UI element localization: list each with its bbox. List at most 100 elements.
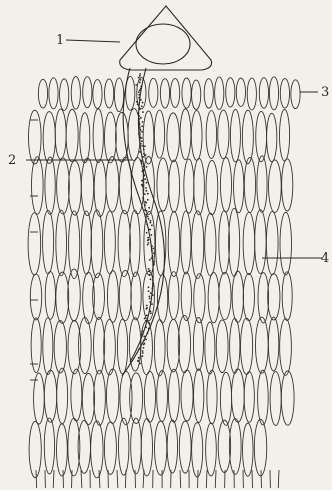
granule — [147, 332, 149, 334]
granule — [143, 175, 145, 177]
cell — [269, 77, 278, 110]
granule — [143, 347, 145, 349]
cell — [242, 110, 253, 164]
granule — [152, 279, 154, 281]
cell — [154, 320, 165, 376]
cell — [230, 318, 240, 373]
cell — [191, 111, 202, 161]
cell — [29, 110, 42, 164]
cell — [282, 159, 293, 211]
granule — [153, 261, 155, 263]
cell — [269, 160, 282, 213]
cell-edge — [135, 470, 136, 488]
granule — [151, 245, 153, 247]
granule — [147, 216, 149, 218]
granule — [153, 252, 155, 254]
granule — [143, 340, 145, 342]
granule — [142, 330, 144, 332]
granule — [152, 247, 154, 249]
cell — [104, 422, 116, 475]
cell — [192, 423, 203, 477]
cell — [169, 160, 180, 212]
cell-edge — [143, 470, 144, 488]
cell — [68, 269, 81, 321]
cell — [141, 419, 152, 476]
cell — [234, 160, 244, 213]
granule — [153, 264, 155, 266]
cell — [118, 418, 128, 475]
cell — [154, 110, 164, 158]
cell — [144, 371, 155, 422]
cell — [94, 370, 106, 425]
cell — [216, 320, 228, 373]
cell — [258, 370, 269, 425]
granule — [147, 237, 149, 239]
granule — [145, 326, 147, 328]
cell — [71, 369, 82, 421]
cell — [178, 315, 190, 372]
cell — [117, 319, 127, 374]
cell — [49, 78, 58, 109]
granule — [149, 301, 151, 303]
cell — [280, 79, 289, 109]
granule — [148, 270, 150, 272]
granule — [148, 286, 150, 288]
cell — [45, 157, 55, 214]
granule — [138, 133, 140, 135]
granule — [150, 292, 152, 294]
cell — [120, 371, 132, 425]
granule — [153, 285, 155, 287]
cell — [226, 78, 235, 107]
leader-lines — [26, 40, 322, 258]
granule — [147, 239, 149, 241]
cell — [57, 158, 70, 214]
granule — [138, 357, 140, 359]
cell — [256, 111, 267, 161]
cell — [60, 79, 69, 111]
cell — [244, 157, 255, 212]
granule — [139, 89, 141, 91]
pollen-tube — [122, 68, 164, 376]
granule — [144, 318, 146, 320]
cell — [268, 317, 278, 371]
cell — [255, 210, 266, 274]
cell — [106, 157, 119, 212]
cell — [192, 211, 204, 279]
granule — [141, 106, 143, 108]
granule — [141, 125, 143, 127]
granule — [150, 278, 152, 280]
cell — [205, 322, 215, 374]
cell — [104, 319, 116, 375]
cell-edge — [252, 470, 253, 488]
cell — [69, 211, 80, 279]
cell — [256, 317, 269, 373]
granule — [146, 190, 148, 192]
cell — [232, 369, 245, 422]
granule — [147, 193, 149, 195]
granule — [148, 290, 150, 292]
cell — [258, 273, 269, 323]
cell — [270, 372, 281, 426]
granule — [139, 363, 141, 365]
granule — [146, 210, 148, 212]
granule — [151, 287, 153, 289]
cell — [268, 274, 280, 320]
granule — [140, 85, 142, 87]
cell — [193, 317, 203, 370]
cell — [280, 319, 292, 376]
cell — [229, 419, 241, 475]
cell — [131, 418, 142, 474]
cell — [207, 370, 217, 424]
granule — [152, 255, 154, 257]
granule — [143, 344, 145, 346]
granule — [145, 202, 147, 204]
granule — [140, 79, 142, 81]
granule — [147, 199, 149, 201]
granule — [150, 220, 152, 222]
cell — [266, 211, 278, 274]
cell — [247, 78, 256, 110]
cell — [181, 211, 191, 274]
cell — [94, 317, 105, 374]
granule — [141, 160, 143, 162]
label-1: 1 — [56, 33, 64, 48]
